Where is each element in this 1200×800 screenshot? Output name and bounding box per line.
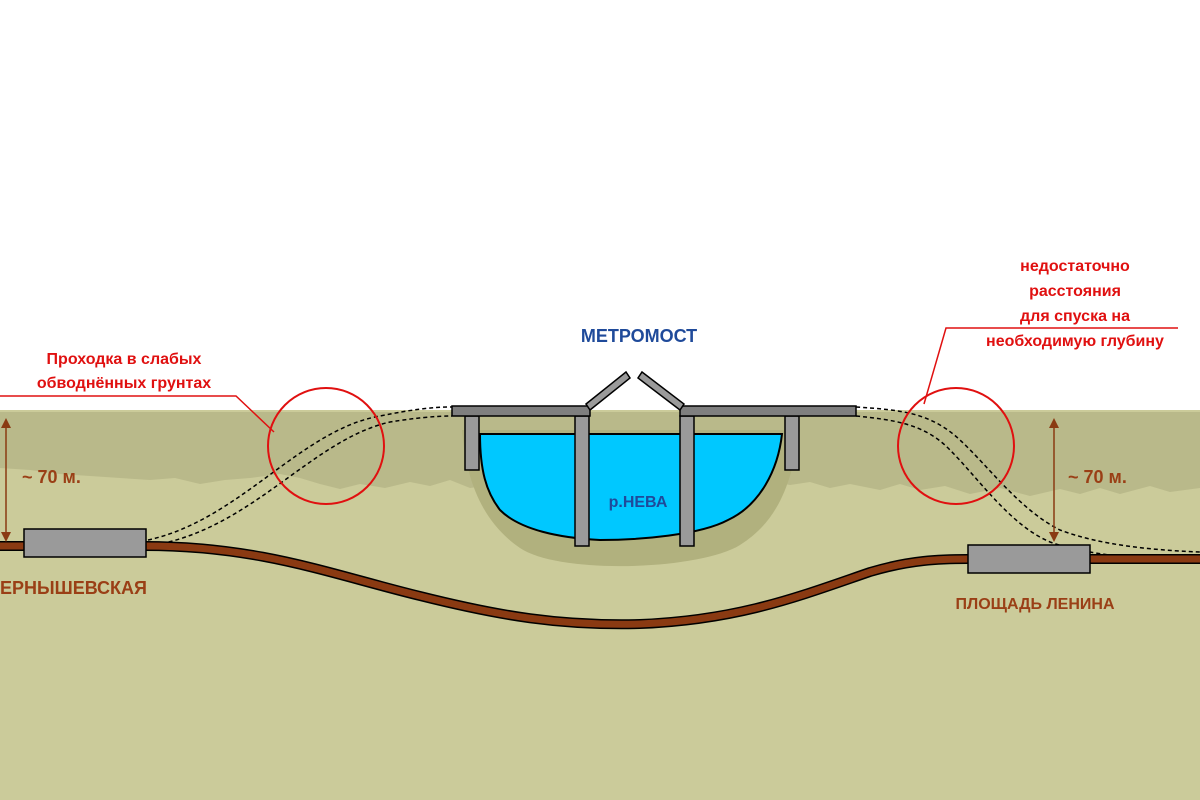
callout-text-right-line-3: для спуска на [1020,308,1130,325]
station-box-right [967,544,1091,574]
callout-text-right-line-1: недостаточно [1020,258,1130,275]
station-name-left: ЕРНЫШЕВСКАЯ [0,578,147,598]
callout-leader-right [923,327,1178,405]
sky [0,0,1200,412]
pier-inner-right [679,415,695,547]
dashed-route-right-upper [855,406,1200,553]
depth-arrow-right [1049,418,1059,542]
river-label: р.НЕВА [609,494,668,511]
callout-text-left-line-2: обводнённых грунтах [37,375,211,392]
depth-label-right: ~ 70 м. [1068,467,1127,487]
pier-inner-left [574,415,590,547]
callout-text-right-line-2: расстояния [1029,283,1121,300]
drawbridge-leaf-right [636,370,686,412]
callout-text-left-line-1: Проходка в слабых [47,351,202,368]
depth-arrow-left [1,418,11,542]
depth-label-left: ~ 70 м. [22,467,81,487]
pier-outer-left [464,415,480,471]
drawbridge-leaf-left [584,370,632,412]
station-name-right: ПЛОЩАДЬ ЛЕНИНА [955,596,1114,613]
metro-tunnel-fill [0,542,1200,628]
bridge-deck-left [451,405,591,417]
river-water [478,433,784,542]
dashed-route-left-upper [147,406,453,541]
bridge-title: МЕТРОМОСТ [581,326,697,346]
station-box-left [23,528,147,558]
dashed-route-left-lower [147,415,453,547]
bridge-deck-right [679,405,857,417]
callout-circle-left [267,387,385,505]
pier-outer-right [784,415,800,471]
callout-circle-right [897,387,1015,505]
callout-text-right-line-4: необходимую глубину [986,333,1164,350]
callout-leader-left [0,395,275,433]
